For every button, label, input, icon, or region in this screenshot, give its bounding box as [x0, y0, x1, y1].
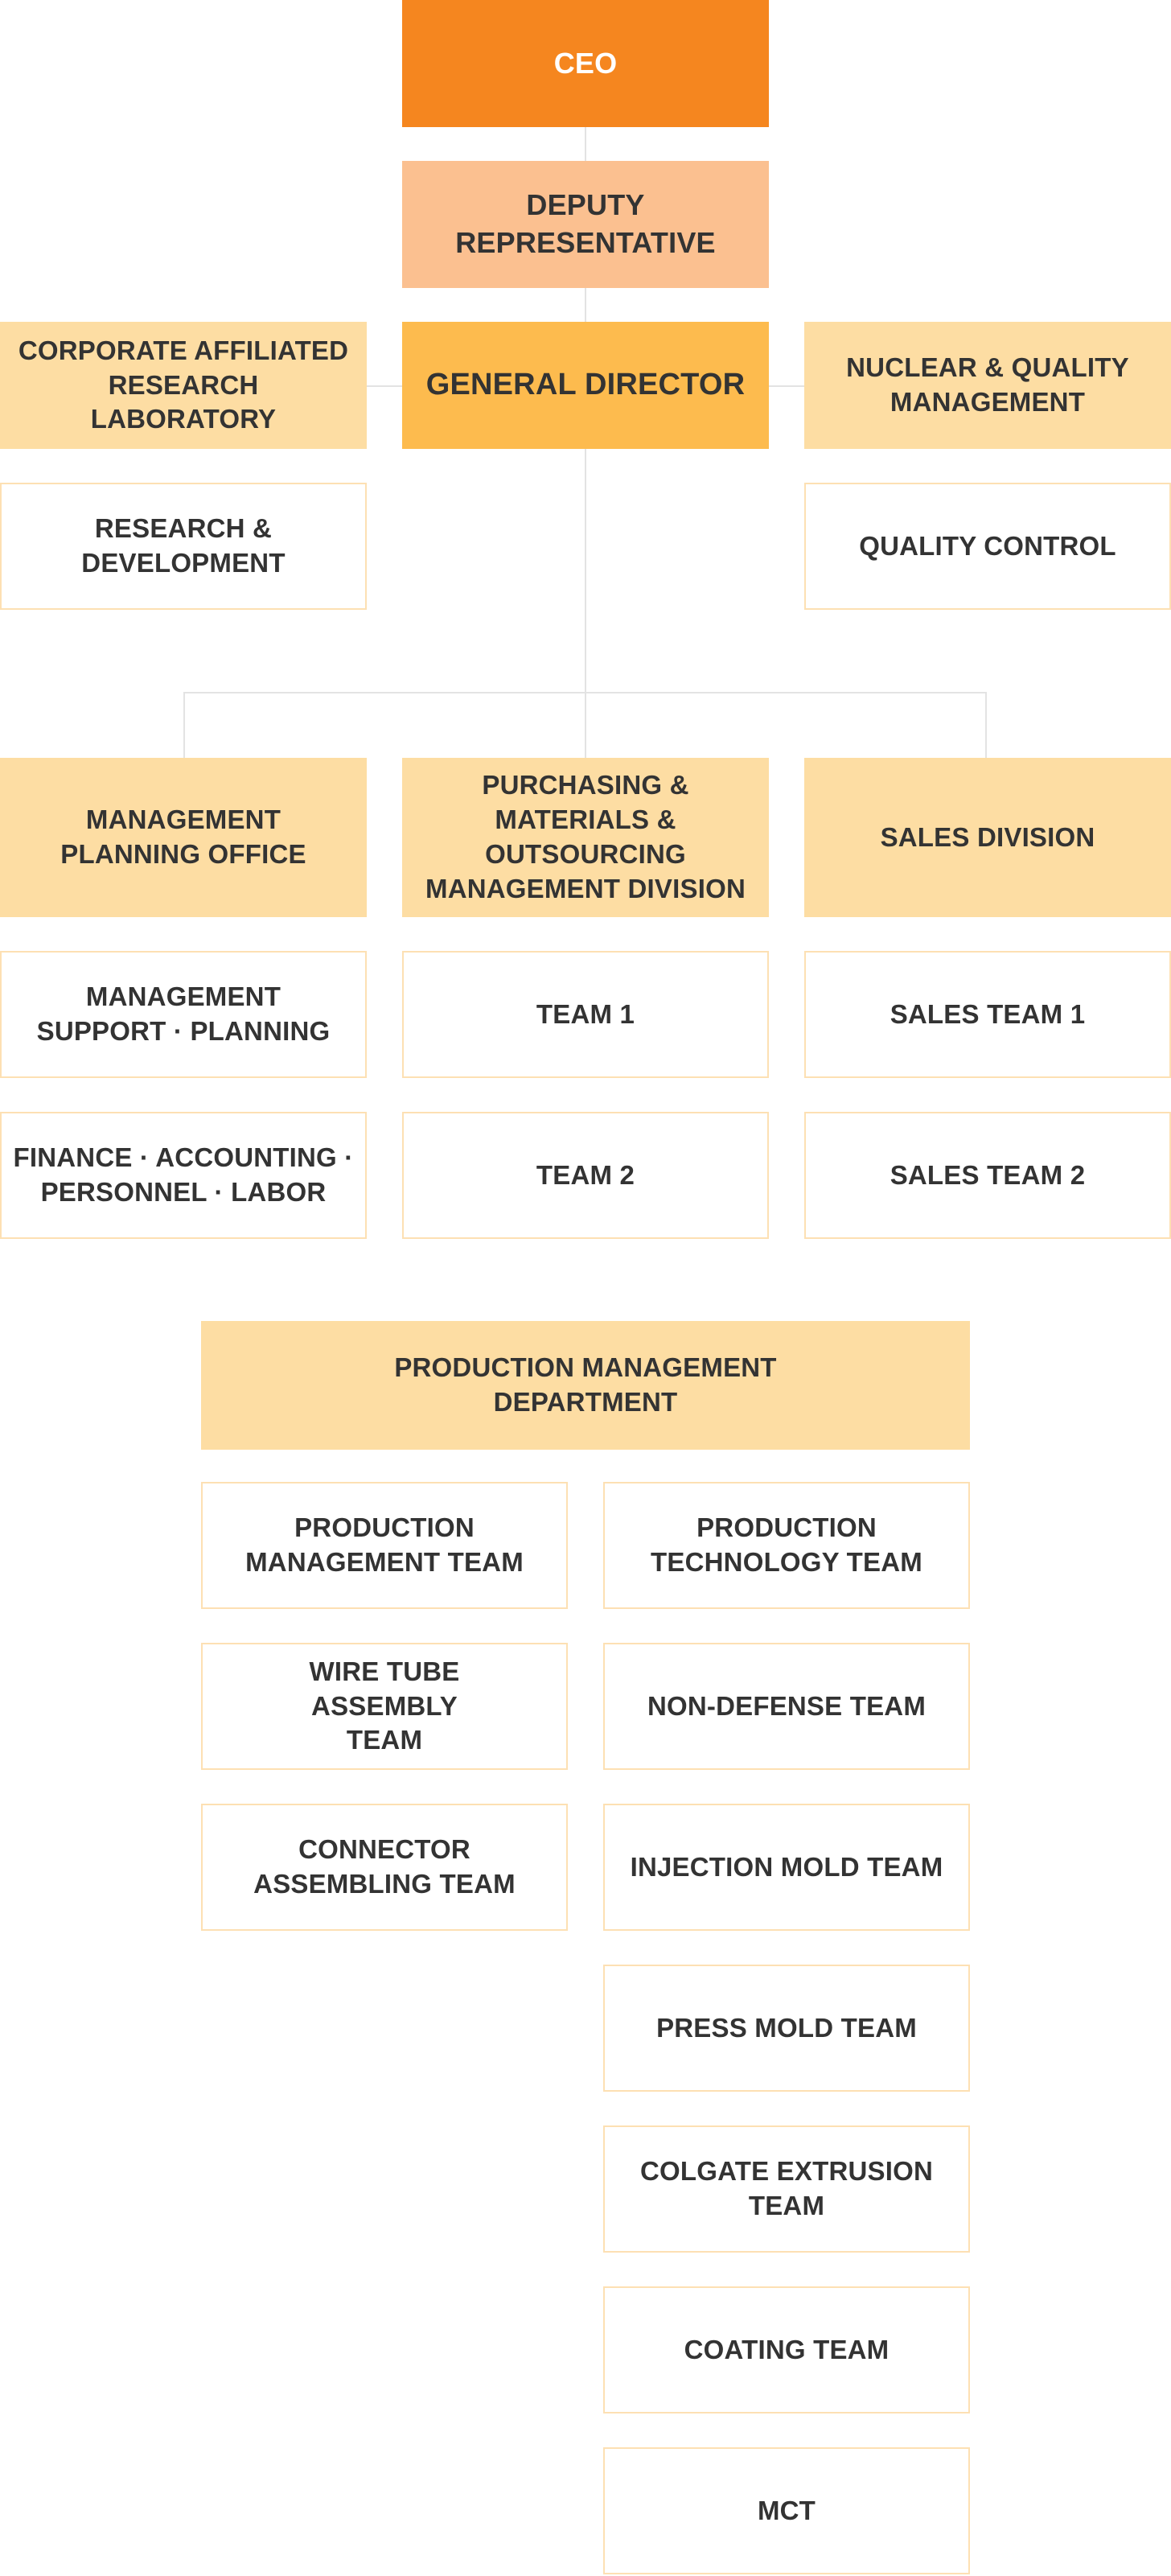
finance-accounting-label: FINANCE · ACCOUNTING · PERSONNEL · LABOR	[13, 1142, 354, 1207]
research-laboratory-label: CORPORATE AFFILIATED RESEARCH LABORATORY	[18, 335, 349, 434]
management-planning-office-box: MANAGEMENT PLANNING OFFICE	[0, 758, 367, 917]
research-development-box: RESEARCH & DEVELOPMENT	[0, 483, 367, 610]
production-team-right-box: PRODUCTION TECHNOLOGY TEAM	[603, 1482, 970, 1609]
production-team-right-label: INJECTION MOLD TEAM	[630, 1851, 943, 1882]
production-team-right-label: NON-DEFENSE TEAM	[647, 1690, 927, 1721]
research-development-label: RESEARCH & DEVELOPMENT	[81, 513, 286, 578]
connector-ceo-to-general-director	[585, 126, 586, 451]
quality-control-box: QUALITY CONTROL	[804, 483, 1171, 610]
research-laboratory-box: CORPORATE AFFILIATED RESEARCH LABORATORY	[0, 322, 367, 449]
general-director-box: GENERAL DIRECTOR	[402, 322, 769, 449]
production-team-right-label: COLGATE EXTRUSION TEAM	[640, 2156, 933, 2220]
production-team-right-box: INJECTION MOLD TEAM	[603, 1804, 970, 1931]
production-team-left-label: WIRE TUBE ASSEMBLY TEAM	[309, 1656, 460, 1755]
sales-team-1-box: SALES TEAM 1	[804, 951, 1171, 1078]
purchasing-division-box: PURCHASING & MATERIALS & OUTSOURCING MAN…	[402, 758, 769, 917]
production-team-right-label: PRESS MOLD TEAM	[656, 2012, 917, 2043]
purchasing-division-label: PURCHASING & MATERIALS & OUTSOURCING MAN…	[425, 770, 746, 903]
production-team-right-box: MCT	[603, 2447, 970, 2574]
production-team-right-box: COLGATE EXTRUSION TEAM	[603, 2125, 970, 2253]
connector-general-director-down	[585, 449, 586, 693]
production-team-right-label: MCT	[757, 2495, 816, 2525]
production-team-right-label: COATING TEAM	[684, 2334, 890, 2364]
nuclear-quality-management-box: NUCLEAR & QUALITY MANAGEMENT	[804, 322, 1171, 449]
sales-division-label: SALES DIVISION	[880, 821, 1095, 852]
sales-division-box: SALES DIVISION	[804, 758, 1171, 917]
connector-to-purchasing-division	[585, 692, 586, 758]
production-team-right-box: COATING TEAM	[603, 2286, 970, 2413]
sales-team-1-label: SALES TEAM 1	[890, 998, 1086, 1029]
team-1-box: TEAM 1	[402, 951, 769, 1078]
production-team-right-label: PRODUCTION TECHNOLOGY TEAM	[651, 1512, 922, 1577]
sales-team-2-label: SALES TEAM 2	[890, 1159, 1086, 1190]
production-management-department-label: PRODUCTION MANAGEMENT DEPARTMENT	[394, 1352, 777, 1417]
finance-accounting-box: FINANCE · ACCOUNTING · PERSONNEL · LABOR	[0, 1112, 367, 1239]
production-team-right-box: NON-DEFENSE TEAM	[603, 1643, 970, 1770]
management-support-planning-label: MANAGEMENT SUPPORT · PLANNING	[36, 981, 331, 1046]
deputy-representative-label: DEPUTY REPRESENTATIVE	[455, 188, 716, 259]
production-team-left-label: PRODUCTION MANAGEMENT TEAM	[245, 1512, 524, 1577]
ceo-label: CEO	[553, 46, 618, 80]
production-team-left-box: PRODUCTION MANAGEMENT TEAM	[201, 1482, 568, 1609]
connector-to-nuclear-quality	[768, 385, 804, 387]
general-director-label: GENERAL DIRECTOR	[425, 368, 746, 402]
ceo-box: CEO	[402, 0, 769, 127]
deputy-representative-box: DEPUTY REPRESENTATIVE	[402, 161, 769, 288]
management-planning-office-label: MANAGEMENT PLANNING OFFICE	[60, 804, 306, 869]
nuclear-quality-management-label: NUCLEAR & QUALITY MANAGEMENT	[846, 352, 1129, 417]
connector-to-management-office	[183, 692, 185, 758]
production-team-left-box: WIRE TUBE ASSEMBLY TEAM	[201, 1643, 568, 1770]
management-support-planning-box: MANAGEMENT SUPPORT · PLANNING	[0, 951, 367, 1078]
production-team-left-label: CONNECTOR ASSEMBLING TEAM	[253, 1834, 516, 1899]
sales-team-2-box: SALES TEAM 2	[804, 1112, 1171, 1239]
production-management-department-box: PRODUCTION MANAGEMENT DEPARTMENT	[201, 1321, 970, 1450]
team-1-label: TEAM 1	[536, 998, 635, 1029]
team-2-box: TEAM 2	[402, 1112, 769, 1239]
team-2-label: TEAM 2	[536, 1159, 635, 1190]
connector-to-sales-division	[985, 692, 987, 758]
production-team-right-box: PRESS MOLD TEAM	[603, 1965, 970, 2092]
quality-control-label: QUALITY CONTROL	[859, 530, 1116, 561]
connector-to-research-lab	[366, 385, 402, 387]
production-team-left-box: CONNECTOR ASSEMBLING TEAM	[201, 1804, 568, 1931]
